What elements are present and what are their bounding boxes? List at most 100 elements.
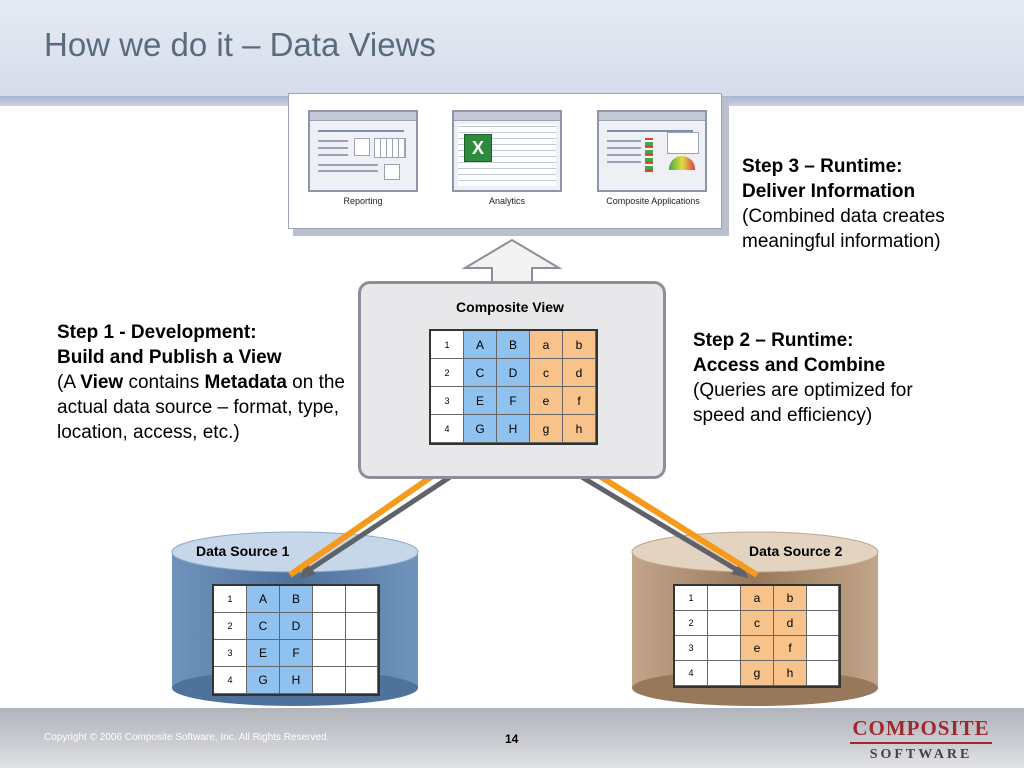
table-cell: b [774, 586, 807, 611]
composite-view-title: Composite View [456, 299, 564, 315]
footer-band [0, 708, 1024, 768]
table-cell: A [247, 586, 280, 613]
table-cell [346, 586, 378, 613]
step1-title-line2: Build and Publish a View [57, 347, 282, 368]
table-cell [807, 636, 839, 661]
step1-title-line1: Step 1 - Development: [57, 322, 257, 343]
table-cell [807, 611, 839, 636]
row-number-cell: 1 [675, 586, 708, 611]
step1-desc-post: on the actual data source – format, type… [57, 372, 345, 443]
data-source-1-label: Data Source 1 [196, 543, 290, 559]
table-cell: B [280, 586, 313, 613]
step3-title-line1: Step 3 – Runtime: [742, 156, 903, 177]
table-cell [708, 611, 741, 636]
table-cell: D [497, 359, 530, 387]
logo-top-text: COMPOSITE [852, 716, 990, 740]
table-cell [313, 586, 346, 613]
table-cell: C [247, 613, 280, 640]
step2-description: (Queries are optimized for speed and eff… [693, 380, 913, 426]
step1-desc-bold-view: View [80, 372, 124, 393]
table-cell: B [497, 331, 530, 359]
table-cell [807, 586, 839, 611]
gauge-icon [669, 156, 695, 170]
row-number-cell: 3 [675, 636, 708, 661]
table-cell: f [563, 387, 596, 415]
row-number-cell: 4 [214, 667, 247, 694]
spreadsheet-icon: X [464, 134, 492, 162]
step1-desc-pre: (A [57, 372, 81, 393]
row-number-cell: 1 [214, 586, 247, 613]
table-cell: d [563, 359, 596, 387]
reporting-thumbnail [308, 110, 418, 192]
row-number-cell: 2 [214, 613, 247, 640]
table-cell [708, 586, 741, 611]
table-cell: h [774, 661, 807, 686]
logo-divider [850, 742, 992, 744]
table-cell [313, 613, 346, 640]
table-cell: A [464, 331, 497, 359]
row-number-cell: 3 [214, 640, 247, 667]
table-cell: e [741, 636, 774, 661]
app-label-analytics: Analytics [488, 196, 525, 206]
table-cell: g [530, 415, 563, 443]
table-cell: a [530, 331, 563, 359]
table-cell: E [464, 387, 497, 415]
step3-title-line2: Deliver Information [742, 181, 916, 202]
step2-title-line2: Access and Combine [693, 355, 886, 376]
table-cell [708, 636, 741, 661]
page-number: 14 [505, 732, 519, 746]
table-cell: G [247, 667, 280, 694]
row-number-cell: 2 [431, 359, 464, 387]
step1-desc-bold-metadata: Metadata [204, 372, 287, 393]
row-number-cell: 3 [431, 387, 464, 415]
apps-panel: X Reporting Analytics Composite Applicat… [288, 93, 722, 229]
copyright-text: Copyright © 2006 Composite Software, Inc… [44, 732, 330, 743]
data-source-2-label: Data Source 2 [749, 543, 843, 559]
row-number-cell: 1 [431, 331, 464, 359]
table-cell: a [741, 586, 774, 611]
table-cell [807, 661, 839, 686]
logo-bottom-text: SOFTWARE [869, 747, 973, 762]
table-cell: C [464, 359, 497, 387]
app-label-composite-applications: Composite Applications [606, 196, 700, 206]
table-cell [313, 640, 346, 667]
table-cell: g [741, 661, 774, 686]
table-cell [346, 640, 378, 667]
step2-text: Step 2 – Runtime: Access and Combine (Qu… [693, 328, 958, 428]
table-cell: E [247, 640, 280, 667]
composite-software-logo: COMPOSITE SOFTWARE [846, 716, 996, 764]
table-cell: H [280, 667, 313, 694]
step3-text: Step 3 – Runtime: Deliver Information (C… [742, 154, 1007, 254]
table-cell: F [280, 640, 313, 667]
table-cell: D [280, 613, 313, 640]
composite-applications-thumbnail [597, 110, 707, 192]
table-cell: f [774, 636, 807, 661]
table-cell [346, 667, 378, 694]
row-number-cell: 4 [675, 661, 708, 686]
header-band [0, 0, 1024, 96]
analytics-thumbnail: X [452, 110, 562, 192]
table-cell: h [563, 415, 596, 443]
table-cell [708, 661, 741, 686]
table-cell: G [464, 415, 497, 443]
step3-description: (Combined data creates meaningful inform… [742, 206, 945, 252]
step1-desc-mid: contains [123, 372, 205, 393]
step1-text: Step 1 - Development: Build and Publish … [57, 320, 352, 445]
table-cell: d [774, 611, 807, 636]
row-number-cell: 4 [431, 415, 464, 443]
slide-title: How we do it – Data Views [44, 26, 436, 63]
table-cell: b [563, 331, 596, 359]
